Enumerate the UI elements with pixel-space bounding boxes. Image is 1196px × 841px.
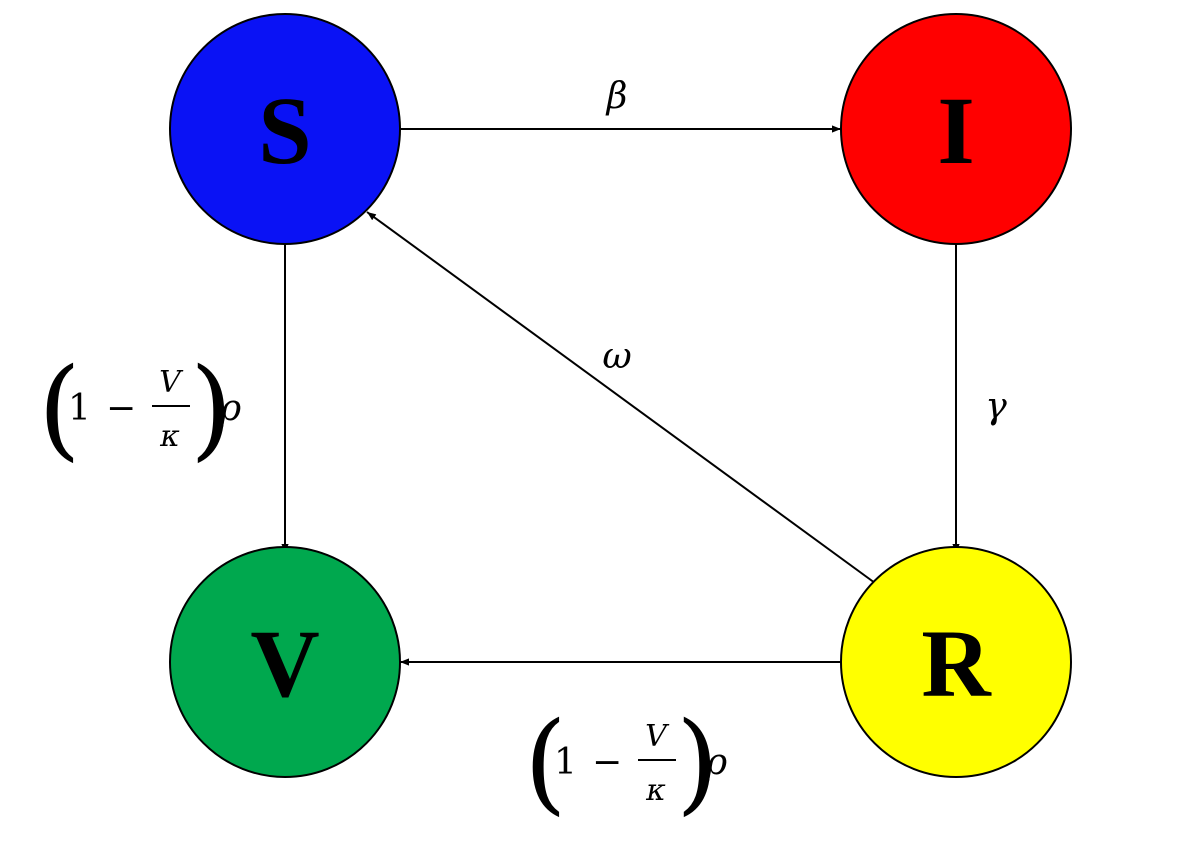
node-v-circle	[169, 546, 401, 778]
node-i: I	[840, 13, 1072, 245]
node-r-circle	[840, 546, 1072, 778]
node-i-label: I	[937, 77, 974, 184]
formula-one: 1	[68, 388, 91, 429]
rate-gamma-label: γ	[985, 386, 1007, 427]
formula-numerator: V	[645, 719, 670, 754]
node-s-circle	[169, 13, 401, 245]
rate-formula-r-to-v: ( 1 − V κ ) ρ	[524, 698, 727, 826]
formula-open-paren: (	[524, 698, 567, 826]
formula-minus: −	[106, 388, 136, 429]
rate-omega-label: ω	[602, 336, 631, 377]
node-s: S	[169, 13, 401, 245]
node-r: R	[840, 546, 1072, 778]
formula-denominator: κ	[159, 419, 180, 454]
formula-rho: ρ	[219, 388, 241, 429]
node-v: V	[169, 546, 401, 778]
edge-r-to-s	[366, 211, 876, 584]
formula-minus: −	[592, 742, 622, 783]
rate-beta-label: β	[605, 76, 628, 117]
formula-close-paren: )	[676, 698, 719, 826]
formula-open-paren: (	[38, 344, 81, 472]
formula-rho: ρ	[705, 742, 727, 783]
formula-numerator: V	[159, 365, 184, 400]
node-s-label: S	[258, 77, 311, 184]
node-v-label: V	[250, 610, 319, 717]
formula-denominator: κ	[645, 773, 666, 808]
node-r-label: R	[921, 610, 992, 717]
node-i-circle	[840, 13, 1072, 245]
formula-close-paren: )	[190, 344, 233, 472]
rate-formula-s-to-v: ( 1 − V κ ) ρ	[38, 344, 241, 472]
formula-one: 1	[554, 742, 577, 783]
